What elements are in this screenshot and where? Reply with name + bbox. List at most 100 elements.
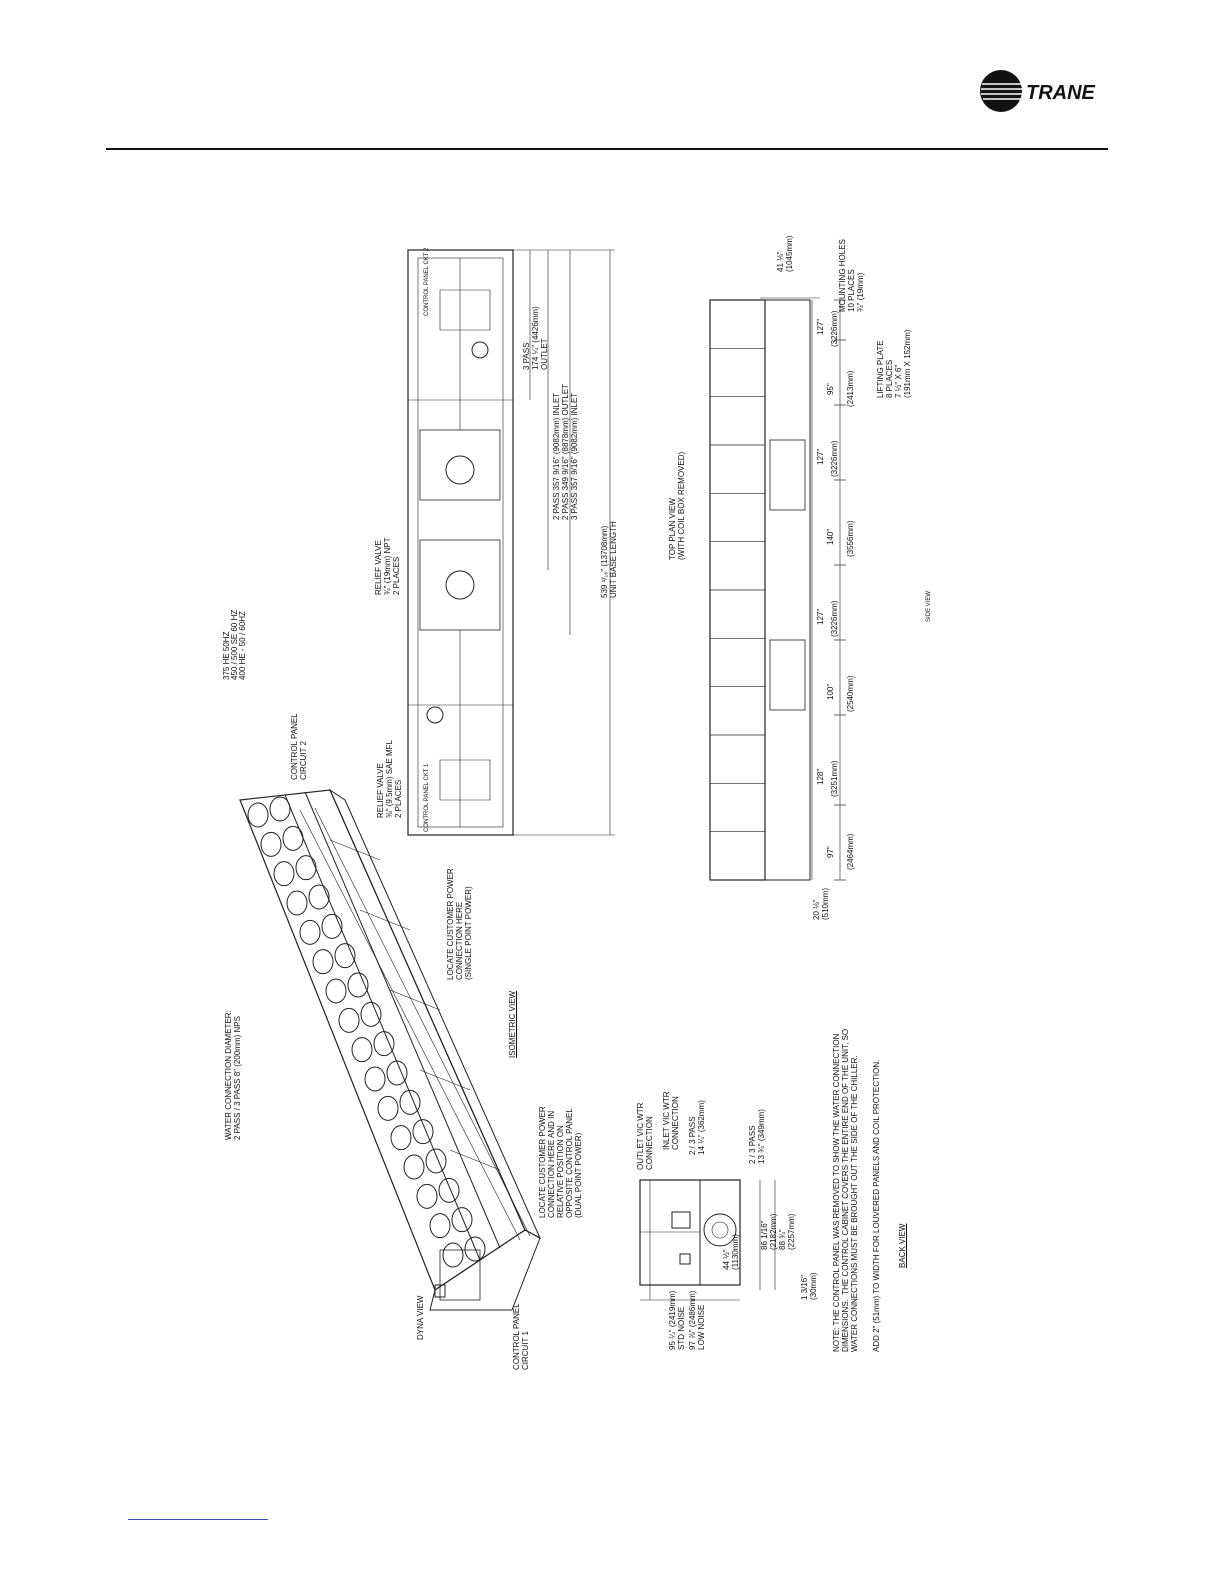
dim-88-label-2: (2257mm) [787, 1213, 796, 1250]
side-width-dim-2: (1045mm) [785, 235, 794, 272]
spacing-top-label: 100" [826, 683, 835, 700]
fan-icon [377, 1095, 399, 1121]
control-panel-circuit-1-label-1: CONTROL PANEL [512, 1303, 521, 1370]
power-dual-label-3: RELATIVE POSITION ON [556, 1125, 565, 1218]
spacing-bottom-label: (3251mm) [830, 760, 839, 797]
dim-44-label-2: (1130mm) [731, 1234, 740, 1270]
trane-logo: TRANE [980, 70, 1096, 112]
power-single-label-1: LOCATE CUSTOMER POWER [446, 868, 455, 980]
dyna-view-label: DYNA VIEW [416, 1295, 425, 1340]
inlet-conn-label-1: INLET VIC WTR [662, 1091, 671, 1150]
fan-icon [269, 796, 291, 822]
outlet-conn-label-1: OUTLET VIC WTR [636, 1102, 645, 1170]
trane-logo-wordmark: TRANE [1026, 82, 1096, 104]
note-louver: ADD 2" (51mm) TO WIDTH FOR LOUVERED PANE… [872, 1059, 881, 1352]
spacing-top-label: 128" [816, 768, 825, 785]
fan-icon [351, 1037, 373, 1063]
spacing-top-label: 127" [816, 608, 825, 625]
control-panel-circuit-2-label-1: CONTROL PANEL [290, 713, 299, 780]
fan-icon [295, 855, 317, 881]
relief-valve-sae-label-2: ⅜" (9.5mm) SAE MFL [385, 740, 394, 818]
trane-logo-globe-icon [980, 70, 1022, 112]
pass-dim-1: 2 PASS 357 9/16" (9082mm) INLET [552, 392, 561, 520]
fan-icon [273, 861, 295, 887]
top-plan-view-title: TOP PLAN VIEW [668, 498, 677, 560]
panel-ckt-1-label: CONTROL PANEL CKT 1 [424, 763, 430, 832]
inlet-conn-label-2: CONNECTION [671, 1096, 680, 1150]
spacing-top-label: 97" [826, 846, 835, 858]
footer-link-rule[interactable] [128, 1519, 268, 1520]
fan-icon [386, 1060, 408, 1086]
fan-icon [451, 1207, 473, 1233]
fan-grid [247, 796, 486, 1268]
relief-valve-npt-label-1: RELIEF VALVE [374, 540, 383, 595]
lifting-plate-label-4: (191mm X 152mm) [903, 329, 912, 398]
fan-icon [364, 1066, 386, 1092]
lifting-plate-label-3: 7 ½" X 6" [894, 364, 903, 398]
fan-icon [399, 1089, 421, 1115]
isometric-view-title: ISOMETRIC VIEW [508, 990, 517, 1058]
control-panel-circuit-2-label-2: CIRCUIT 2 [299, 741, 308, 780]
fan-icon [338, 1007, 360, 1033]
fan-icon [299, 919, 321, 945]
pass-362-label-2: 14 ¼" (362mm) [697, 1100, 706, 1155]
fan-icon [442, 1242, 464, 1268]
relief-valve-npt-label-3: 2 PLACES [392, 556, 401, 595]
fan-icon [403, 1154, 425, 1180]
pass-349-label-2: 13 ¾" (349mm) [757, 1109, 766, 1164]
fan-icon [464, 1236, 486, 1262]
pass-dim-3: 3 PASS 357 9/16" (9082mm) INLET [570, 392, 579, 520]
dim-88-label-1: 88 ¾" [778, 1229, 787, 1250]
three-pass-outlet-label-1: 3 PASS [522, 342, 531, 370]
relief-valve-npt-label-2: ¾" (19mm) NPT [383, 537, 392, 595]
spacing-top-label: 95" [826, 383, 835, 395]
note-main-3: WATER CONNECTIONS MUST BE BROUGHT OUT TH… [850, 1055, 859, 1352]
side-view-label: SIDE VIEW [926, 590, 932, 622]
water-connection-label-2: 2 PASS / 3 PASS 8" (200mm) NPS [233, 1016, 242, 1140]
note-main-2: DIMENSIONS. THE CONTROL CABINET COVERS T… [841, 1028, 850, 1352]
fan-icon [325, 978, 347, 1004]
pass-349-label-1: 2 / 3 PASS [748, 1125, 757, 1164]
fan-icon [429, 1213, 451, 1239]
end-dim-1: 20 ⅛" [812, 899, 821, 920]
top-plan-view-subtitle: (WITH COIL BOX REMOVED) [677, 451, 686, 560]
dim-86-label-2: (2182mm) [769, 1213, 778, 1250]
spacing-bottom-label: (3556mm) [846, 520, 855, 557]
three-pass-outlet-label-2: 174 ¼" (4426mm) [531, 306, 540, 370]
spacing-bottom-label: (2540mm) [846, 675, 855, 712]
height-std-label-2: STD NOISE [677, 1306, 686, 1350]
fan-icon [412, 1119, 434, 1145]
power-dual-label-1: LOCATE CUSTOMER POWER [538, 1106, 547, 1218]
fan-icon [438, 1177, 460, 1203]
fan-icon [308, 884, 330, 910]
fan-icon [360, 1001, 382, 1027]
fan-icon [286, 890, 308, 916]
lifting-plate-label-1: LIFTING PLATE [876, 340, 885, 398]
dim-1-label-2: (30mm) [809, 1272, 818, 1300]
fan-icon [334, 943, 356, 969]
height-low-label-2: LOW NOISE [697, 1304, 706, 1350]
side-ticks [834, 299, 846, 881]
power-single-label-3: (SINGLE POINT POWER) [464, 886, 473, 980]
power-dual-label-2: CONNECTION HERE AND IN [547, 1110, 556, 1218]
power-single-label-2: CONNECTION HERE [455, 901, 464, 980]
fan-icon [321, 913, 343, 939]
relief-valve-sae-label-3: 2 PLACES [394, 779, 403, 818]
model-line-3: 400 HE - 50 / 60HZ [238, 611, 247, 680]
mounting-holes-label-2: 10 PLACES [847, 269, 856, 312]
header-rule [106, 148, 1108, 150]
panel-ckt-2-label: CONTROL PANEL CKT 2 [424, 247, 430, 316]
pass-dim-2: 2 PASS 349 9/16" (8878mm) OUTLET [561, 383, 570, 520]
mounting-holes-label-3: ¾" (19mm) [856, 272, 865, 312]
dim-86-label-1: 86 1/16" [760, 1220, 769, 1250]
spacing-top-label: 127" [816, 448, 825, 465]
fan-icon [373, 1031, 395, 1057]
spacing-bottom-label: (3226mm) [830, 440, 839, 477]
fan-icon [260, 831, 282, 857]
side-panels [710, 299, 765, 833]
unit-length-label-1: 539 ¹/₁₆" (13708mm) [600, 525, 609, 598]
spacing-bottom-label: (2464mm) [846, 833, 855, 870]
dim-1-label-1: 1 3/16" [800, 1274, 809, 1300]
